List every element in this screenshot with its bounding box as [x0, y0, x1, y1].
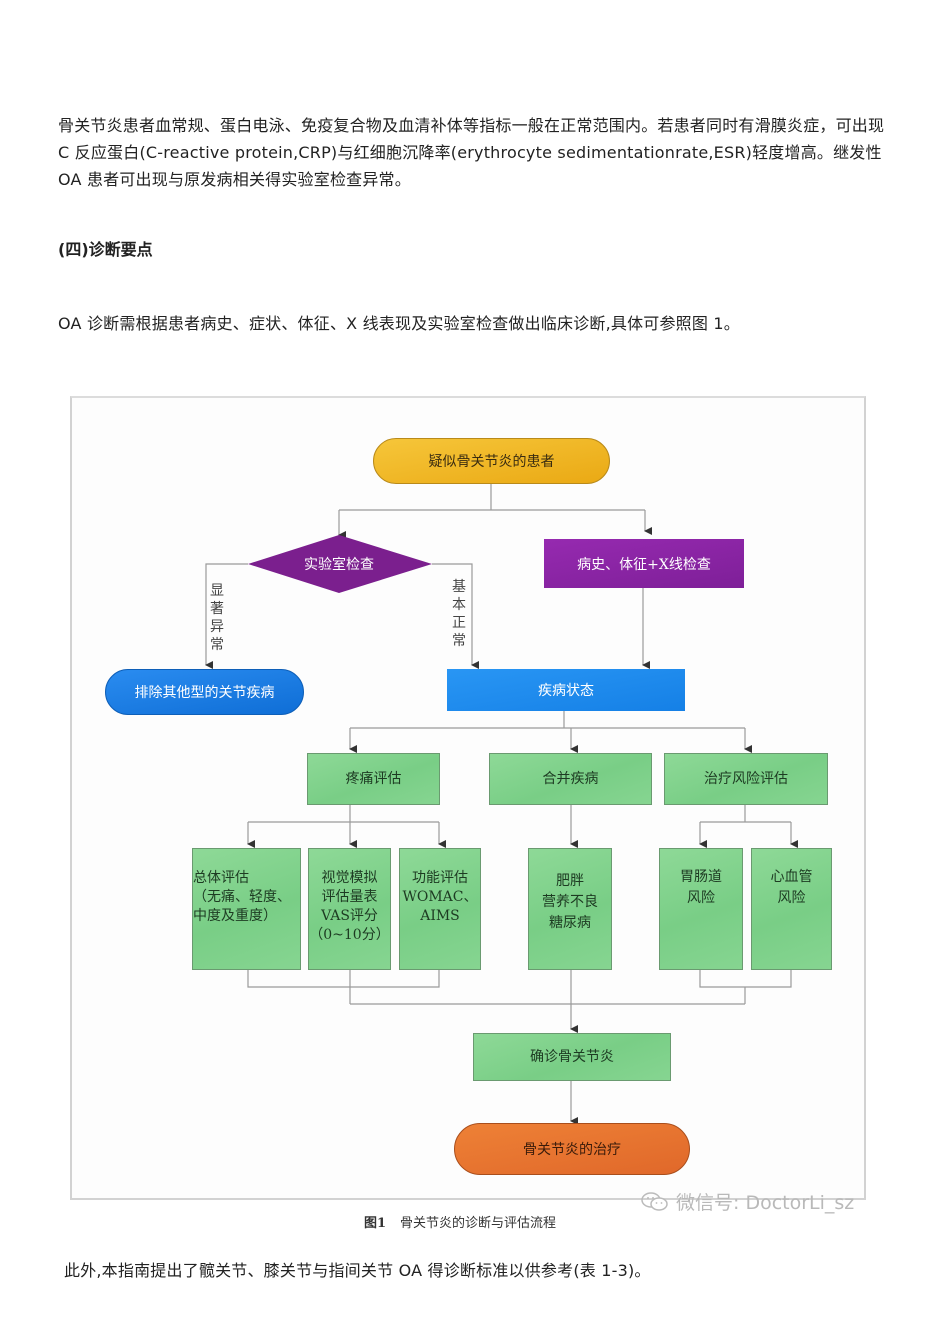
- comorbid-list-node: 肥胖 营养不良 糖尿病: [528, 848, 612, 970]
- exclude-label: 排除其他型的关节疾病: [134, 685, 275, 701]
- start-node: 疑似骨关节炎的患者: [373, 438, 610, 484]
- gi-risk-node: 胃肠道 风险: [659, 848, 743, 970]
- lab-check-diamond: [248, 535, 432, 593]
- diagnosis-node: 确诊骨关节炎: [473, 1033, 671, 1081]
- start-label: 疑似骨关节炎的患者: [428, 454, 555, 470]
- lab-check-label: 实验室检查: [304, 557, 374, 573]
- paragraph-criteria-note: 此外,本指南提出了髋关节、膝关节与指间关节 OA 得诊断标准以供参考(表 1-3…: [64, 1261, 651, 1280]
- flowchart-figure: 疑似骨关节炎的患者 实验室检查 病史、体征+X线检查 显著异常 基本正常 排除其…: [70, 396, 866, 1200]
- risk-eval-node: 治疗风险评估: [664, 753, 828, 805]
- disease-status-label: 疾病状态: [538, 683, 594, 699]
- comorbidity-node: 合并疾病: [489, 753, 652, 805]
- connector-risk-merge: [699, 970, 792, 1004]
- connector-pain-merge: [247, 970, 440, 1004]
- watermark: 微信号: DoctorLi_sz: [640, 1188, 854, 1215]
- caption-label: 图1: [364, 1216, 387, 1231]
- connector-status-split: [350, 711, 745, 729]
- disease-status-node: 疾病状态: [447, 669, 685, 711]
- figure-caption: 图1 骨关节炎的诊断与评估流程: [364, 1212, 556, 1231]
- connector-abnormal: [205, 563, 248, 669]
- flowchart-connectors: [205, 484, 798, 1125]
- caption-text: 骨关节炎的诊断与评估流程: [400, 1216, 557, 1231]
- overall-eval-node: 总体评估 （无痛、轻度、 中度及重度）: [192, 848, 301, 970]
- connector-pain-split: [248, 805, 439, 823]
- connector-normal: [432, 563, 479, 669]
- history-exam-label: 病史、体征+X线检查: [577, 556, 711, 573]
- connector-start-split: [339, 484, 645, 511]
- cv-risk-node: 心血管 风险: [751, 848, 832, 970]
- paragraph-diagnosis-intro: OA 诊断需根据患者病史、症状、体征、X 线表现及实验室检查做出临床诊断,具体可…: [58, 314, 740, 333]
- history-exam-node: 病史、体征+X线检查: [544, 539, 744, 588]
- label-abnormal: 显著异常: [210, 583, 224, 653]
- exclude-node: 排除其他型的关节疾病: [105, 669, 304, 715]
- pain-eval-node: 疼痛评估: [307, 753, 440, 805]
- function-eval-node: 功能评估 WOMAC、 AIMS: [399, 848, 481, 970]
- vas-node: 视觉模拟 评估量表 VAS评分 （0~10分）: [308, 848, 391, 970]
- lab-check-label-wrap: 实验室检查: [268, 550, 410, 578]
- watermark-text: 微信号: DoctorLi_sz: [676, 1192, 855, 1214]
- treatment-node: 骨关节炎的治疗: [454, 1123, 690, 1175]
- treatment-label: 骨关节炎的治疗: [523, 1142, 621, 1158]
- connector-risk-split: [700, 805, 791, 823]
- paragraph-lab-findings: 骨关节炎患者血常规、蛋白电泳、免疫复合物及血清补体等指标一般在正常范围内。若患者…: [58, 116, 885, 189]
- label-normal: 基本正常: [452, 579, 466, 649]
- section-heading: (四)诊断要点: [58, 240, 153, 259]
- wechat-icon: [641, 1191, 668, 1211]
